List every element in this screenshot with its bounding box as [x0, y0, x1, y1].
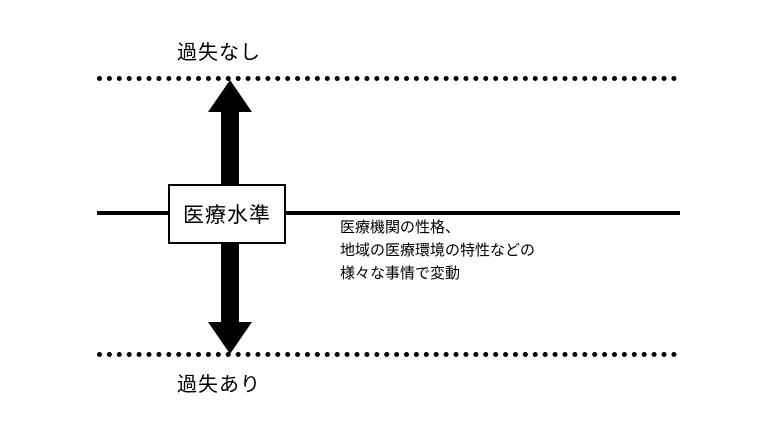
- upper-boundary-dotted-line: [97, 76, 677, 81]
- variation-note: 医療機関の性格、 地域の医療環境の特性などの 様々な事情で変動: [340, 216, 535, 285]
- medical-standard-label: 医療水準: [183, 203, 271, 227]
- arrow-head-up-icon: [208, 80, 252, 112]
- standard-solid-line: [97, 211, 680, 215]
- label-negligence: 過失あり: [177, 372, 261, 396]
- lower-boundary-dotted-line: [97, 352, 677, 357]
- arrow-head-down-icon: [208, 322, 252, 354]
- note-line-1: 医療機関の性格、: [340, 218, 461, 236]
- note-line-3: 様々な事情で変動: [340, 264, 461, 282]
- label-no-negligence: 過失なし: [177, 40, 261, 64]
- medical-standard-box: 医療水準: [168, 184, 286, 244]
- note-line-2: 地域の医療環境の特性などの: [340, 241, 536, 259]
